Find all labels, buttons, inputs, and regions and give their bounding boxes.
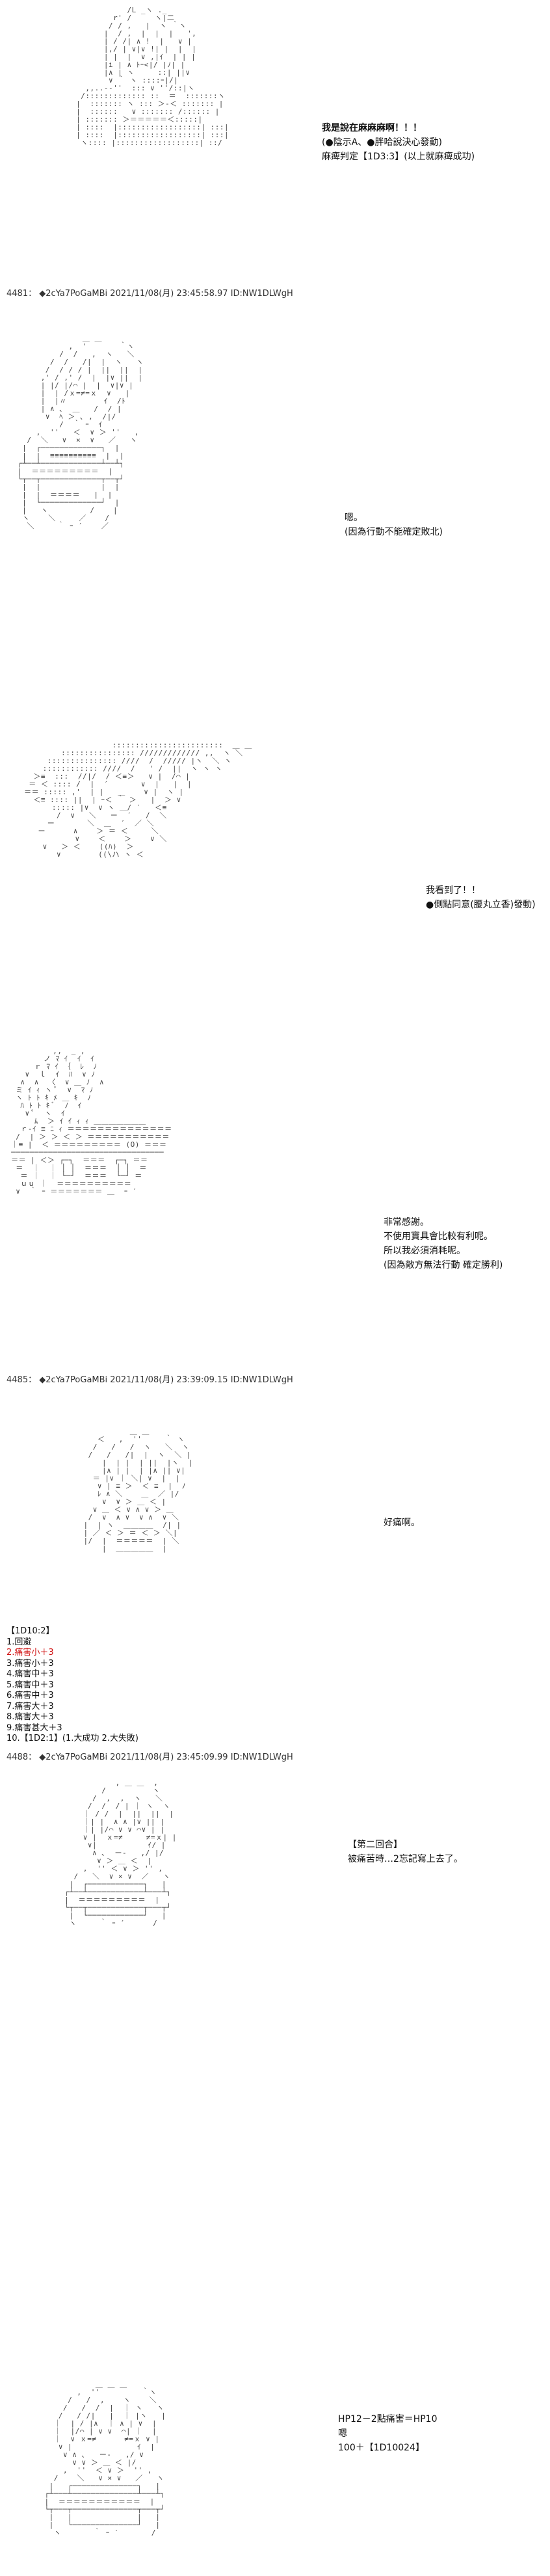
dialogue-line: 我看到了！！ <box>426 885 480 896</box>
dialogue-line: 被痛苦時…2忘記寫上去了。 <box>348 1854 463 1864</box>
ascii-art-character-1: /L _ヽ ._ r' / ヽ|二 / / , | ヽ ｀ヽ | / , | |… <box>76 6 229 147</box>
poster-id[interactable]: ID:NW1DLWgH <box>230 1752 293 1762</box>
post-header: 4481： ◆2cYa7PoGaMBi 2021/11/08(月) 23:45:… <box>7 286 293 299</box>
ascii-art-character-6: , ＿ ＿ , / ヽ / , , ヽ ＼ / / / | ｜ ヽ ヽ ｜ / … <box>64 1778 177 1927</box>
roll-option: 4.痛害中＋3 <box>7 1669 54 1679</box>
poster-name: ◆2cYa7PoGaMBi <box>39 289 108 299</box>
poster-name: ◆2cYa7PoGaMBi <box>39 1375 108 1385</box>
dialogue-line: 嗯。 <box>345 513 363 523</box>
dialogue-line: 好痛啊。 <box>384 1518 420 1528</box>
dialogue-block-4: 非常感謝。 不使用寶具會比較有利呢。 所以我必須消耗呢。 (因為敵方無法行動 確… <box>384 1215 503 1272</box>
ascii-art-character-5: ＿ ＿ ＜ , '' ｀ ヽ / / / ヽ ＼ ヽ / / /| | ヽ ＼ … <box>83 1427 193 1553</box>
roll-option: 9.痛害甚大＋3 <box>7 1723 62 1733</box>
dialogue-block-5: 好痛啊。 <box>384 1516 420 1530</box>
roll-option: 7.痛害大＋3 <box>7 1701 54 1711</box>
post-number[interactable]: 4481： <box>7 289 37 299</box>
dialogue-line: ●側點同意(腰丸立香)發動) <box>426 900 536 910</box>
dialogue-line: 我是說在麻麻麻啊！！！ <box>322 123 422 133</box>
roll-option-selected: 2.痛害小＋3 <box>7 1648 54 1657</box>
dialogue-line: 嗯 <box>338 2428 347 2439</box>
dialogue-line: (●陰示A、●胖哈說決心發動) <box>322 137 442 148</box>
dialogue-line: 麻痺判定【1D3:3】(以上就麻痺成功) <box>322 152 475 162</box>
roll-option: 10.【1D2:1】(1.大成功 2.大失敗) <box>7 1734 138 1743</box>
dialogue-line: (因為敵方無法行動 確定勝利) <box>384 1260 503 1270</box>
poster-id[interactable]: ID:NW1DLWgH <box>230 1375 293 1385</box>
roll-title: 【1D10:2】 <box>7 1626 55 1636</box>
dice-roll-table: 【1D10:2】 1.回避 2.痛害小＋3 3.痛害小＋3 4.痛害中＋3 5.… <box>7 1626 138 1745</box>
dialogue-block-6: 【第二回合】 被痛苦時…2忘記寫上去了。 <box>348 1838 463 1866</box>
roll-option: 6.痛害中＋3 <box>7 1691 54 1700</box>
dialogue-line: 非常感謝。 <box>384 1217 429 1228</box>
poster-id[interactable]: ID:NW1DLWgH <box>230 289 293 299</box>
post-date: 2021/11/08(月) 23:45:09.99 <box>110 1752 228 1762</box>
ascii-art-character-2: ＿ ＿ , ' ｀ヽ / / , ヽ ＼ / / /| | ヽ ヽ / / / … <box>18 334 144 530</box>
dialogue-line: 不使用寶具會比較有利呢。 <box>384 1231 493 1242</box>
ascii-art-character-4: ,, _ , ノ ﾏ ｲ ｲ ｲ ｒ ﾏ ｲ ｛ ﾚ ﾉ ∨ ｌ ｲ ﾊ ∨ ﾉ… <box>11 1047 172 1196</box>
poster-name: ◆2cYa7PoGaMBi <box>39 1752 108 1762</box>
dialogue-block-7: HP12－2點痛害＝HP10 嗯 100＋【1D10024】 <box>338 2412 437 2455</box>
dialogue-line: 【第二回合】 <box>348 1840 402 1850</box>
post-header: 4488： ◆2cYa7PoGaMBi 2021/11/08(月) 23:45:… <box>7 1750 293 1762</box>
dialogue-block-3: 我看到了！！ ●側點同意(腰丸立香)發動) <box>426 883 536 912</box>
roll-option: 8.痛害大＋3 <box>7 1712 54 1722</box>
post-header: 4485： ◆2cYa7PoGaMBi 2021/11/08(月) 23:39:… <box>7 1373 293 1385</box>
post-date: 2021/11/08(月) 23:39:09.15 <box>110 1375 228 1385</box>
ascii-art-character-3: :::::::::::::::::::::::: ＿ ＿ :::::::::::… <box>24 741 252 859</box>
post-number[interactable]: 4485： <box>7 1375 37 1385</box>
dialogue-line: HP12－2點痛害＝HP10 <box>338 2414 438 2424</box>
roll-option: 3.痛害小＋3 <box>7 1658 54 1669</box>
post-date: 2021/11/08(月) 23:45:58.97 <box>110 289 228 299</box>
post-number[interactable]: 4488： <box>7 1752 37 1762</box>
dialogue-block-2: 嗯。 (因為行動不能確定敗北) <box>345 511 443 539</box>
ascii-art-character-7: ＿ ＿ ＿ , '' ｀ヽ / / , ヽ ＼ / / / | ｜ ヽ ヽ / … <box>44 2380 166 2537</box>
dialogue-line: (因為行動不能確定敗北) <box>345 527 443 537</box>
roll-option: 1.回避 <box>7 1637 32 1647</box>
dialogue-line: 所以我必須消耗呢。 <box>384 1246 465 1256</box>
dialogue-line: 100＋【1D10024】 <box>338 2443 425 2453</box>
roll-option: 5.痛害中＋3 <box>7 1680 54 1690</box>
dialogue-block-1: 我是說在麻麻麻啊！！！ (●陰示A、●胖哈說決心發動) 麻痺判定【1D3:3】(… <box>322 121 475 164</box>
